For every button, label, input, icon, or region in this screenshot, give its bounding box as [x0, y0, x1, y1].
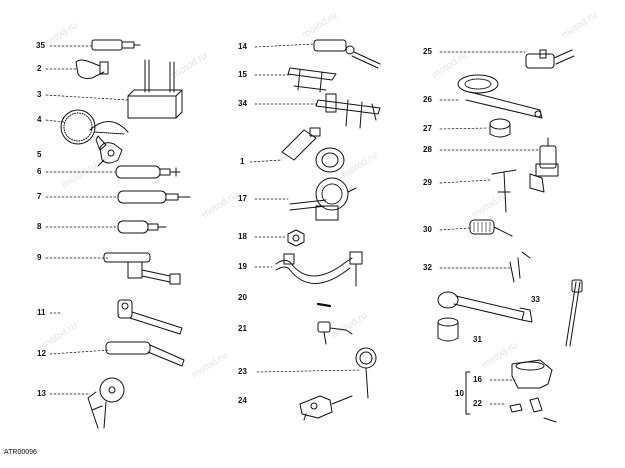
callout-30: 30 [423, 225, 432, 234]
callout-31: 31 [473, 335, 482, 344]
tool-14-extractor [313, 39, 381, 69]
callout-11: 11 [37, 308, 46, 317]
tool-32-tongs [509, 251, 531, 283]
tool-20-pin [316, 302, 332, 308]
tool-7-drift [117, 190, 191, 204]
tool-6-drift [115, 165, 181, 179]
tool-9-t-bar [103, 252, 181, 285]
tool-33-spanner [437, 291, 533, 323]
callout-6: 6 [37, 167, 42, 176]
tool-30-knurled-drift [469, 219, 513, 237]
callout-13: 13 [37, 389, 46, 398]
tool-19-c-clamp [275, 251, 363, 287]
callout-12: 12 [37, 349, 46, 358]
callout-21: 21 [238, 324, 247, 333]
tool-17-gear-puller [289, 177, 357, 221]
callout-10: 10 [455, 389, 464, 398]
tool-13-dial-gauge [87, 377, 125, 429]
callout-29: 29 [423, 178, 432, 187]
tool-1-socket-handle [281, 127, 345, 173]
callout-2: 2 [37, 64, 42, 73]
callout-5: 5 [37, 150, 42, 159]
tool-31-sleeve [437, 317, 459, 342]
tool-11-wrench [117, 299, 183, 335]
tool-16-bell-housing [511, 359, 553, 389]
callout-26: 26 [423, 95, 432, 104]
callout-19: 19 [238, 262, 247, 271]
callout-20: 20 [238, 293, 247, 302]
tool-27-ring [489, 118, 511, 138]
tool-25-t-tool [525, 49, 575, 69]
callout-32: 32 [423, 263, 432, 272]
callout-25: 25 [423, 47, 432, 56]
callout-17: 17 [238, 194, 247, 203]
callout-35: 35 [36, 41, 45, 50]
callout-34: 34 [238, 99, 247, 108]
tool-5-clamp [97, 142, 123, 167]
callout-15: 15 [238, 70, 247, 79]
tool-8-drift [117, 220, 167, 234]
tool-28-clamp [529, 137, 559, 193]
tool-22-small-parts [509, 397, 557, 423]
tool-33-rod [565, 279, 583, 347]
callout-27: 27 [423, 124, 432, 133]
callout-7: 7 [37, 192, 42, 201]
tool-2-hook [75, 59, 109, 79]
tool-35-pin [91, 39, 141, 51]
group-bracket-10 [465, 371, 471, 415]
callout-9: 9 [37, 253, 42, 262]
callout-4: 4 [37, 115, 42, 124]
callout-24: 24 [238, 396, 247, 405]
callout-16: 16 [473, 375, 482, 384]
tool-24-gauge-holder [299, 395, 353, 421]
callout-33: 33 [531, 295, 540, 304]
callout-1: 1 [240, 157, 245, 166]
callout-23: 23 [238, 367, 247, 376]
callout-3: 3 [37, 90, 42, 99]
callout-22: 22 [473, 399, 482, 408]
tool-4-degree-disc [60, 109, 129, 151]
callout-18: 18 [238, 232, 247, 241]
tool-26-flywheel-lock [457, 74, 543, 119]
tool-29-t-handle [491, 169, 517, 213]
tool-23-dial-gauge [355, 347, 377, 399]
figure-code: ATR00096 [4, 449, 37, 456]
tool-15-bracket [287, 67, 337, 93]
callout-14: 14 [238, 42, 247, 51]
tool-12-punch [105, 341, 185, 367]
callout-8: 8 [37, 222, 42, 231]
callout-28: 28 [423, 145, 432, 154]
tool-21-hook [317, 321, 353, 345]
leader-lines [45, 43, 541, 405]
tool-18-nut [287, 229, 305, 247]
tool-3-holding-block [127, 59, 183, 119]
tool-34-cross-tool [315, 93, 381, 129]
